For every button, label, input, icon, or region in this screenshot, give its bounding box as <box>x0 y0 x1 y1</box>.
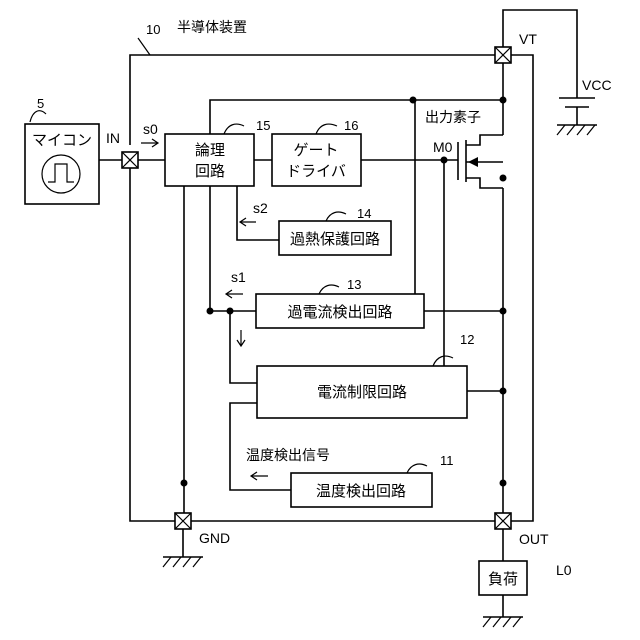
temp-signal-label: 温度検出信号 <box>246 447 330 463</box>
temp-ref-leader <box>407 464 427 473</box>
gnd-label: GND <box>199 530 230 546</box>
logic-line2: 回路 <box>195 163 225 180</box>
overheat-ref: 14 <box>357 206 371 221</box>
load-ref: L0 <box>556 562 572 578</box>
s2-arrow-icon <box>240 218 256 226</box>
current-limit-ref-leader <box>433 356 453 366</box>
out-terminal <box>495 513 511 529</box>
temp-signal-arrow-icon <box>251 472 268 480</box>
gate-driver-line1: ゲート <box>293 142 338 159</box>
junction-dot <box>441 157 448 164</box>
s2-label: s2 <box>253 200 268 216</box>
current-limit-ref: 12 <box>460 332 474 347</box>
s1-arrow-icon <box>226 290 243 298</box>
limit-to-overcurrent-wire <box>230 311 257 383</box>
junction-dot <box>500 175 507 182</box>
logic-ref: 15 <box>256 118 270 133</box>
overcurrent-ref: 13 <box>347 277 361 292</box>
logic-ref-leader <box>224 124 244 134</box>
vcc-wire <box>503 10 577 98</box>
logic-line1: 論理 <box>195 142 225 159</box>
vt-label: VT <box>519 31 537 47</box>
load-ground-icon <box>483 617 523 627</box>
overheat-protection-label: 過熱保護回路 <box>290 231 380 248</box>
mcu-ref-leader <box>30 111 46 122</box>
down-arrow-icon <box>237 330 245 346</box>
in-terminal <box>122 152 138 168</box>
s0-arrow-icon <box>141 139 158 147</box>
out-label: OUT <box>519 531 549 547</box>
s0-label: s0 <box>143 121 158 137</box>
vcc-ground-icon <box>557 125 597 135</box>
overheat-ref-leader <box>326 212 346 221</box>
mcu-label: マイコン <box>32 132 92 149</box>
temp-detection-label: 温度検出回路 <box>316 483 406 500</box>
gnd-terminal <box>175 513 191 529</box>
overcurrent-ref-leader <box>319 285 339 294</box>
gate-driver-ref: 16 <box>344 118 358 133</box>
output-transistor-icon <box>458 135 503 188</box>
output-element-label: 出力素子 <box>425 109 481 125</box>
output-element-ref: M0 <box>433 139 453 155</box>
device-ref: 10 <box>146 22 160 37</box>
overcurrent-to-logic-wire <box>210 186 256 311</box>
junction-dot <box>500 480 507 487</box>
junction-dot <box>410 97 417 104</box>
junction-dot <box>500 97 507 104</box>
gate-driver-line2: ドライバ <box>286 163 346 180</box>
temp-ref: 11 <box>440 453 454 468</box>
vcc-label: VCC <box>582 77 612 93</box>
current-limit-label: 電流制限回路 <box>317 384 407 401</box>
overcurrent-detection-label: 過電流検出回路 <box>287 304 392 321</box>
gnd-ground-icon <box>163 557 203 567</box>
device-label: 半導体装置 <box>177 19 247 35</box>
device-ref-leader <box>138 38 150 55</box>
mcu-ref: 5 <box>37 96 44 111</box>
s1-label: s1 <box>231 269 246 285</box>
load-label: 負荷 <box>488 571 518 588</box>
gate-driver-ref-leader <box>316 124 337 134</box>
vt-terminal <box>495 47 511 63</box>
in-label: IN <box>106 130 120 146</box>
